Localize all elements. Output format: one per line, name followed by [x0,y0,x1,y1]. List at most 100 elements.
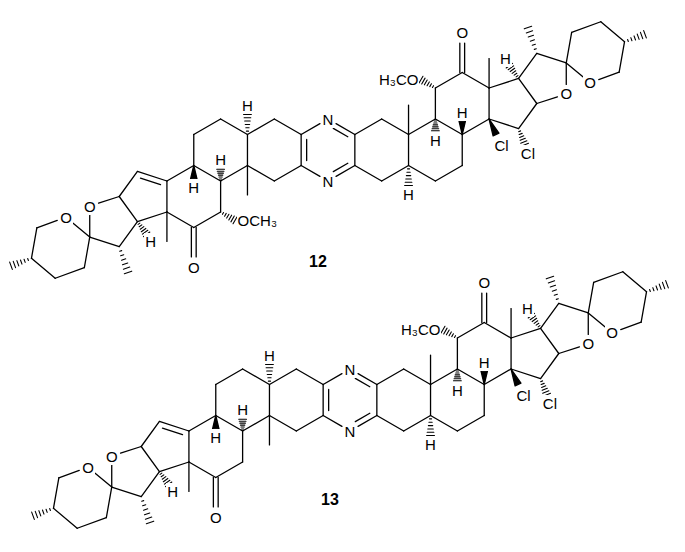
single-bond [621,322,641,329]
hash-bond [141,228,145,231]
single-bond [274,166,301,182]
single-bond [121,447,142,454]
hash-bond [35,511,37,517]
atom-label: H [424,436,437,453]
single-bond [519,104,537,129]
carbonyl-bond [218,478,219,507]
hash-bond [640,32,642,38]
single-bond [377,369,404,385]
single-bond [566,63,583,77]
hash-bond [220,178,222,179]
hash-bond [266,364,274,365]
single-bond [215,385,216,416]
single-bond [89,215,90,237]
atom-label: O [605,324,619,341]
hash-bond [146,521,153,524]
hash-bond [139,225,142,227]
single-bond [462,73,489,89]
hash-bond [431,130,439,131]
single-bond [382,166,409,182]
single-bond [619,42,624,73]
single-bond [435,88,436,119]
hash-bond [267,371,273,372]
hash-bond [161,475,164,477]
hash-bond [449,332,451,336]
hash-bond [145,517,151,519]
single-bond [119,197,137,222]
single-bond [243,416,270,432]
hash-bond [432,128,439,129]
hash-bond [534,48,536,50]
atom-label: H [209,429,222,446]
hash-bond [427,432,434,433]
hash-bond [162,477,166,480]
single-bond [112,487,142,497]
single-bond [53,478,58,509]
single-bond [541,328,559,353]
double-bond [301,135,302,166]
single-bond [141,472,159,497]
hash-bond [49,509,51,511]
hash-bond [554,294,557,295]
single-bond [511,328,540,338]
single-bond [194,212,221,228]
hash-bond [455,374,459,375]
hash-bond [528,35,533,37]
double-bond [162,428,182,435]
atom-label: O [583,74,597,91]
single-bond [95,473,112,487]
hash-bond [121,255,124,256]
hash-bond [519,130,521,132]
single-bond [31,258,55,278]
atom-label: OCH₃ [237,212,278,229]
hash-bond [627,39,629,41]
hash-bond [542,388,547,390]
single-bond [141,421,159,446]
atom-label: O [581,335,595,352]
hash-bond [218,175,222,176]
atom-label: H [499,50,512,67]
hash-bond [244,117,251,118]
single-bond [221,166,248,182]
single-bond [355,166,382,182]
single-bond [382,119,409,135]
hash-bond [406,178,412,179]
single-bond [354,135,355,166]
hash-bond [444,328,447,334]
hash-bond [662,282,664,288]
single-bond [301,124,320,135]
single-bond [377,416,404,432]
single-bond [216,369,243,385]
hash-bond [231,216,234,222]
hash-bond [10,262,13,269]
wedge-bond [481,371,487,384]
single-bond [53,508,77,528]
double-bond [323,385,324,416]
hash-bond [144,513,149,515]
single-bond [188,431,189,462]
hash-bond [534,321,538,324]
single-bond [408,135,409,166]
hash-bond [524,26,531,29]
single-bond [599,72,619,79]
hash-bond [446,330,449,335]
single-bond [462,135,463,166]
single-bond [623,272,647,292]
single-bond [269,369,296,385]
hash-bond [268,381,270,382]
atom-label: H [236,401,249,418]
hash-bond [268,377,271,378]
carbonyl-bond [486,293,487,322]
atom-label: O [455,24,469,41]
atom-label: Cl [516,387,532,404]
atom-label: N [322,173,335,190]
hash-bond [140,227,144,230]
atom-label: N [344,361,357,378]
hash-bond [510,68,514,71]
hash-bond [530,40,534,41]
hash-bond [454,378,461,379]
single-bond [188,462,189,491]
hash-bond [46,509,47,512]
hash-bond [13,261,15,267]
wedge-bond [511,369,521,386]
